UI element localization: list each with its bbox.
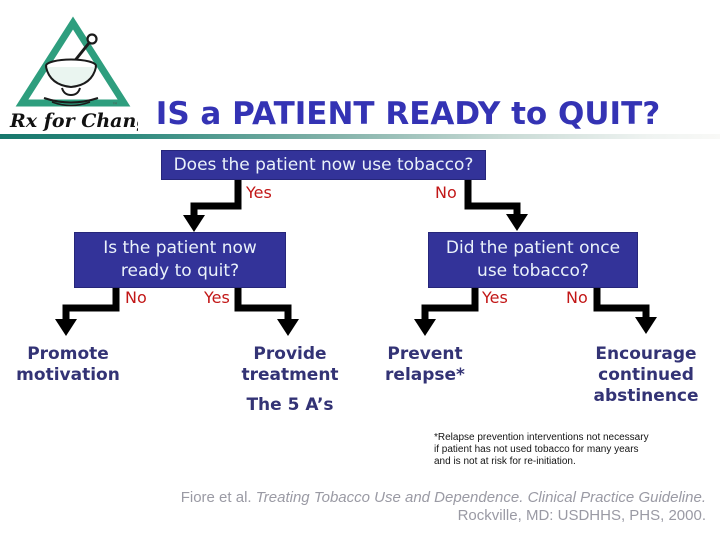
title-underline-rule — [0, 134, 720, 139]
branch-label-root-no: No — [435, 183, 457, 202]
ready-question-line1: Is the patient now — [103, 238, 257, 258]
footnote-line3: and is not at risk for re-initiation. — [434, 456, 576, 467]
arrowhead-icon — [414, 319, 436, 336]
root-question-box: Does the patient now use tobacco? — [161, 150, 486, 180]
footnote: *Relapse prevention interventions not ne… — [434, 432, 674, 468]
outcome-prevent-relapse: Prevent relapse* — [385, 344, 465, 385]
citation: Fiore et al. Treating Tobacco Use and De… — [66, 489, 706, 525]
arrowhead-icon — [506, 214, 528, 231]
citation-line2: Rockville, MD: USDHHS, PHS, 2000. — [457, 507, 706, 524]
former-question-box: Did the patient once use tobacco? — [428, 232, 638, 288]
ready-question-box: Is the patient now ready to quit? — [74, 232, 286, 288]
former-question-line1: Did the patient once — [445, 238, 621, 258]
mortar-pestle-icon — [43, 33, 99, 107]
footnote-line1: *Relapse prevention interventions not ne… — [434, 432, 649, 443]
former-question-text: Did the patient once use tobacco? — [446, 237, 620, 283]
outcome-promote-motivation: Promote motivation — [16, 344, 120, 385]
connector-ready-no — [62, 286, 120, 320]
connector-ready-yes — [234, 286, 292, 320]
connector-root-yes — [190, 179, 242, 216]
citation-title: Treating Tobacco Use and Dependence. Cli… — [255, 489, 706, 506]
branch-label-ready-yes: Yes — [204, 288, 230, 307]
former-question-line2: use tobacco? — [477, 261, 589, 281]
outcome-provide-treatment: Provide treatment The 5 A’s — [229, 344, 351, 416]
arrowhead-icon — [277, 319, 299, 336]
trademark-symbol: ™ — [112, 102, 118, 109]
logo-wordmark: Rx for Change — [9, 110, 138, 132]
arrowhead-icon — [183, 215, 205, 232]
connector-root-no — [464, 179, 521, 215]
outcome-encourage-abstinence: Encourage continued abstinence — [593, 344, 699, 406]
branch-label-root-yes: Yes — [246, 183, 272, 202]
connector-former-yes — [421, 286, 479, 320]
logo-graphic: ™ Rx for Change — [9, 16, 162, 132]
connector-former-no — [593, 286, 650, 318]
branch-label-ready-no: No — [125, 288, 147, 307]
arrowhead-icon — [635, 317, 657, 334]
footnote-line2: if patient has not used tobacco for many… — [434, 444, 639, 455]
branch-label-former-no: No — [566, 288, 588, 307]
citation-authors: Fiore et al. — [180, 489, 256, 506]
ready-question-line2: ready to quit? — [120, 261, 240, 281]
outcome-five-as-label: The 5 A’s — [246, 395, 334, 415]
ready-question-text: Is the patient now ready to quit? — [103, 237, 257, 283]
arrowhead-icon — [55, 319, 77, 336]
outcome-provide-treatment-label: Provide treatment — [241, 344, 339, 385]
root-question-text: Does the patient now use tobacco? — [173, 155, 474, 175]
citation-line1: Fiore et al. Treating Tobacco Use and De… — [66, 489, 706, 507]
page-title: IS a PATIENT READY to QUIT? — [155, 96, 661, 132]
branch-label-former-yes: Yes — [482, 288, 508, 307]
rx-for-change-logo: ™ Rx for Change — [8, 10, 162, 139]
